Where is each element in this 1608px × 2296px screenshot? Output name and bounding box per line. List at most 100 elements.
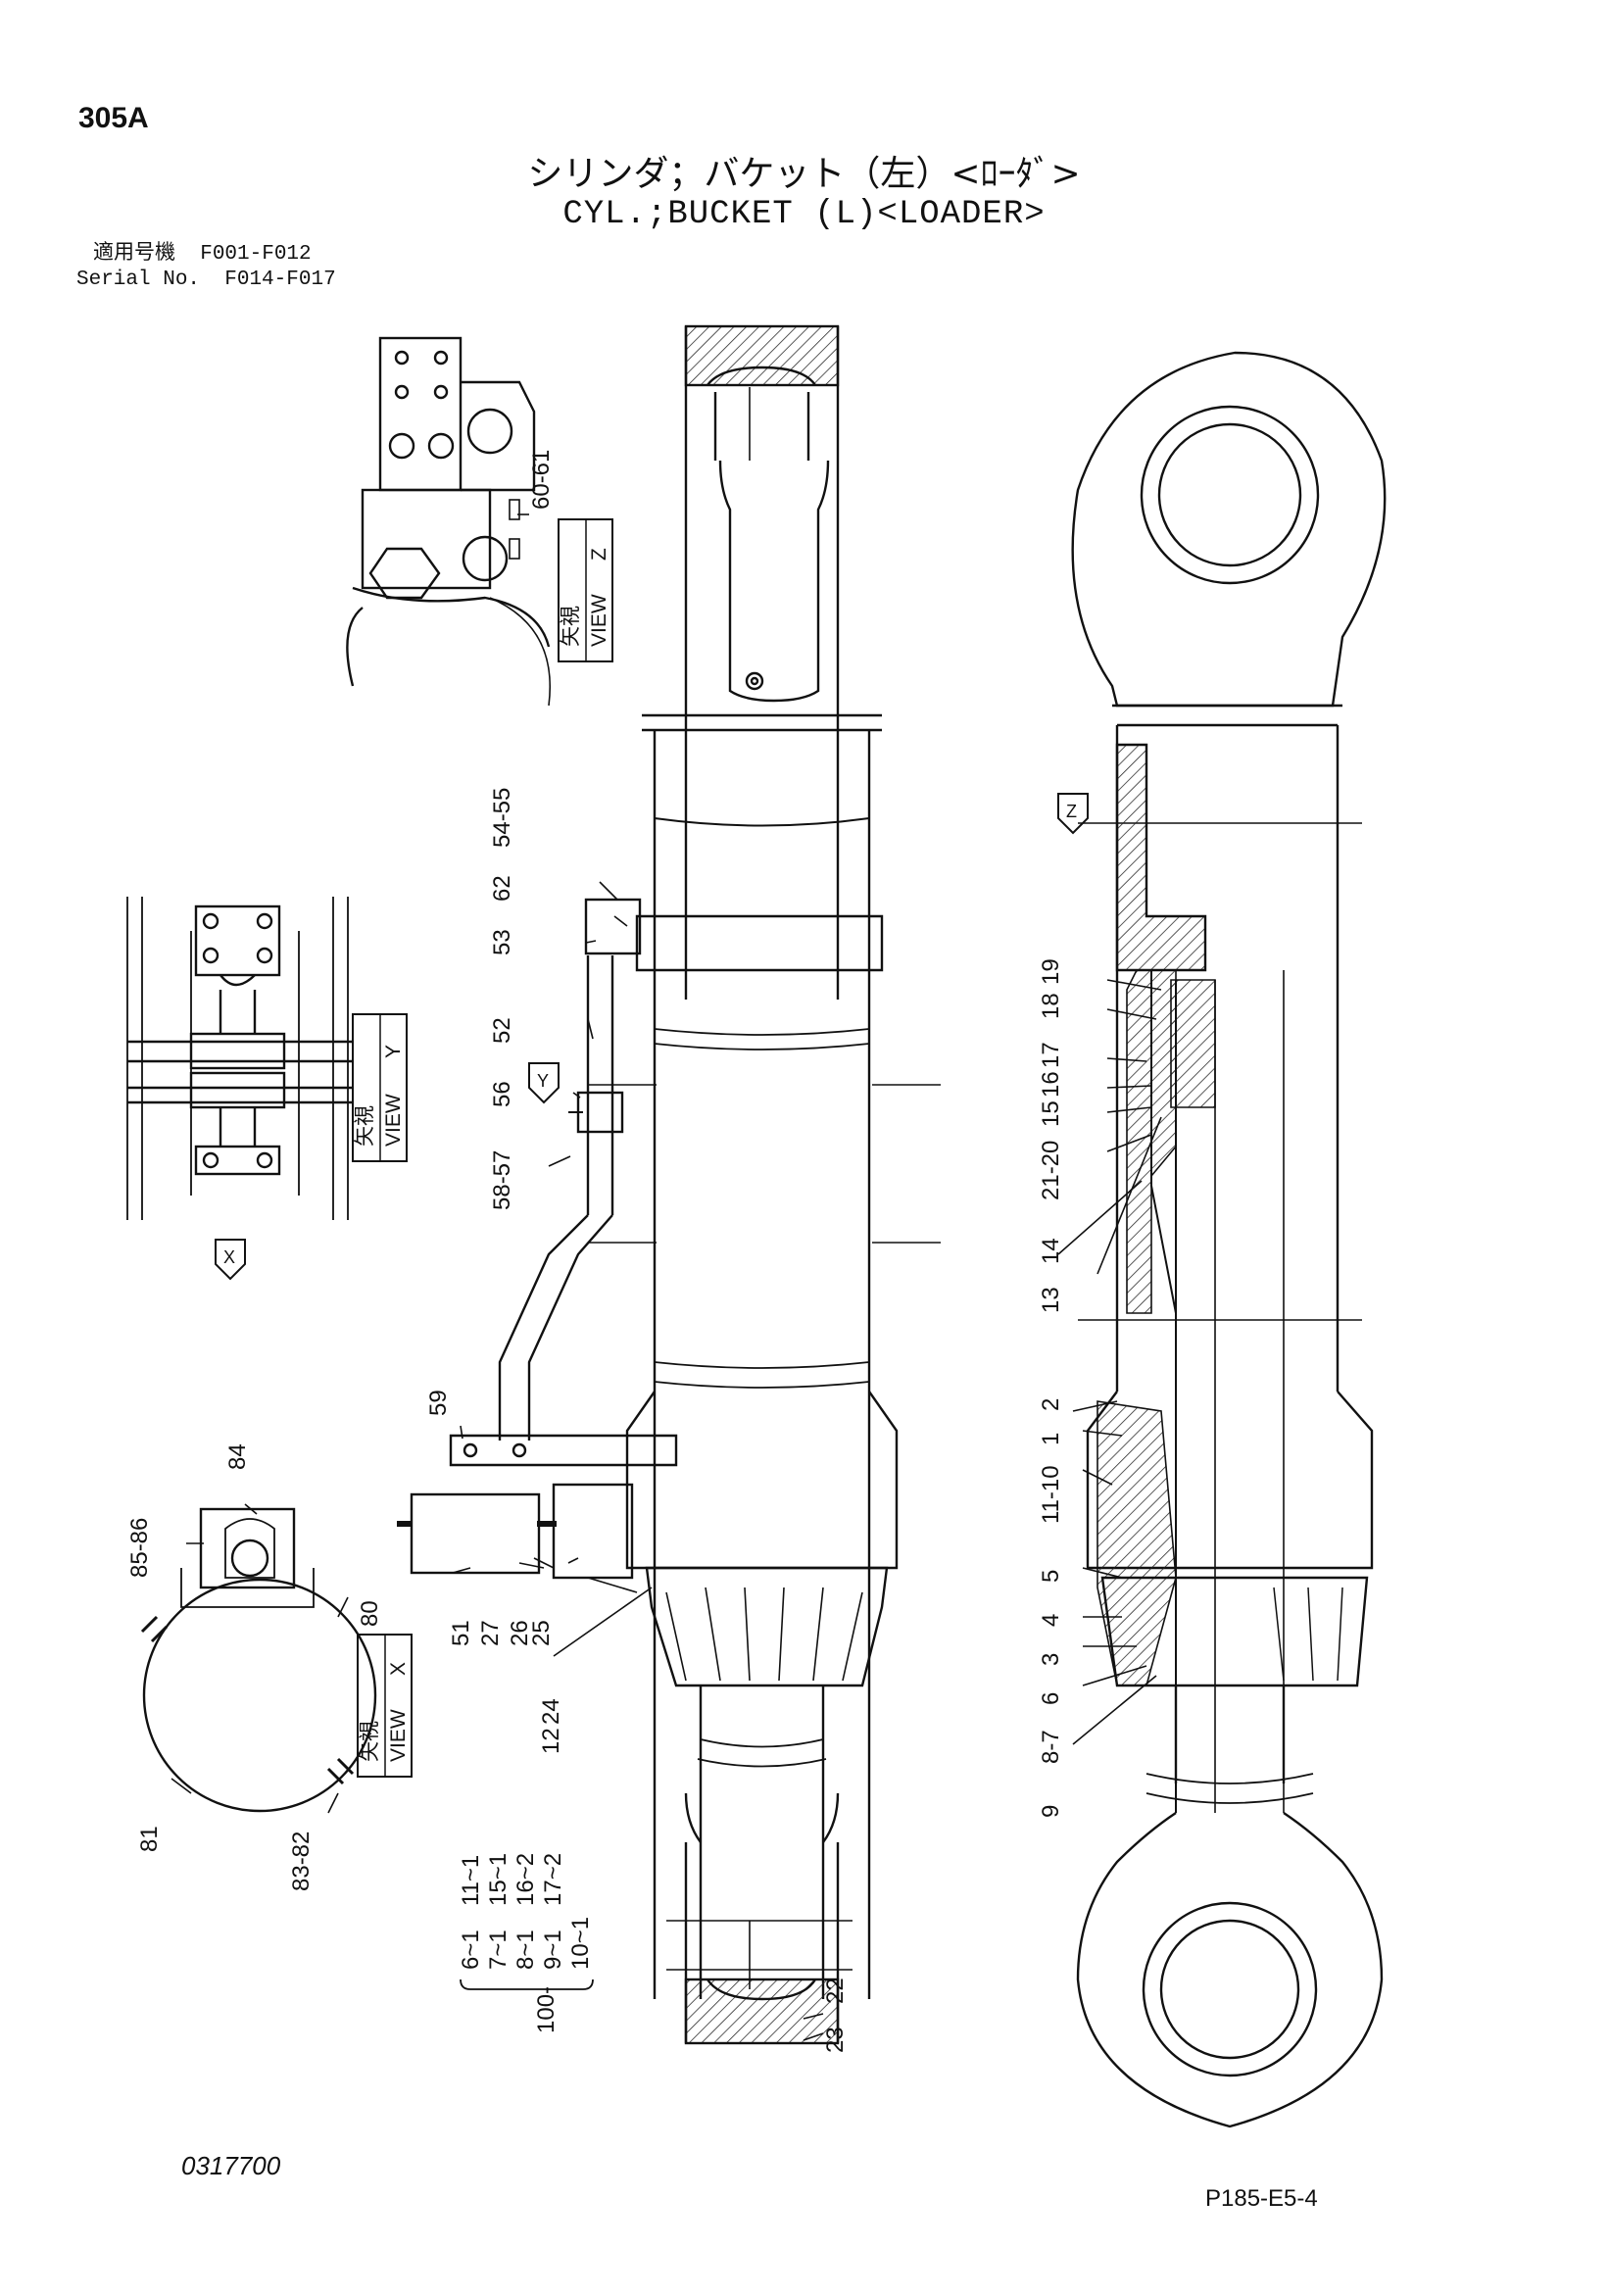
kit-col1-item: 9~1	[540, 1930, 566, 1970]
view-y-block	[194, 904, 281, 977]
kit-col1-item: 10~1	[567, 1917, 594, 1970]
top-neck	[713, 392, 810, 461]
bottom-pin-hatched	[684, 1978, 840, 2045]
callout-58-57: 58-57	[489, 1150, 515, 1210]
view-z-valve	[361, 488, 492, 590]
clamp-band-upper	[635, 914, 884, 972]
view-y-drawing	[126, 897, 353, 1220]
marker-z: Z	[1066, 802, 1077, 821]
kit-col2-item: 11~1	[458, 1855, 484, 1906]
serial-row-english: Serial No. F014-F017	[76, 269, 336, 292]
valve-block-left	[410, 1492, 541, 1575]
bottom-eye-outline	[1076, 1812, 1384, 2128]
leader-lines	[171, 513, 1162, 2041]
kit-col1-item: 6~1	[458, 1930, 484, 1970]
piston-rod	[699, 1685, 825, 1999]
pipe-mid-clamp	[576, 1091, 624, 1134]
marker-y: Y	[537, 1071, 549, 1091]
callout-21-20: 21-20	[1038, 1141, 1064, 1200]
view-y-label-jp: 矢視	[354, 1105, 376, 1147]
callout-6: 6	[1038, 1692, 1064, 1705]
sheet-code: P185-E5-4	[1205, 2185, 1318, 2212]
top-pin-arc	[707, 366, 816, 386]
callout-16: 16	[1038, 1071, 1064, 1098]
callout-53: 53	[489, 929, 515, 955]
view-x-clamp	[199, 1507, 296, 1589]
kit-col2-item: 17~2	[540, 1853, 566, 1906]
callout-62: 62	[489, 875, 515, 902]
view-markers	[215, 793, 1089, 1281]
callout-27: 27	[477, 1620, 504, 1646]
callout-12: 12	[538, 1728, 564, 1754]
top-eye-outline	[1071, 351, 1387, 708]
callout-80: 80	[357, 1600, 383, 1627]
view-z-label-en: VIEW	[588, 594, 610, 647]
callout-labels: 60-61 54-55 62 53 52 56 58-57 59 51 27 2…	[126, 450, 1064, 2053]
callout-51: 51	[448, 1620, 474, 1646]
barrel-outline	[653, 730, 871, 1999]
title-japanese: シリンダ；バケット（左）<ﾛｰﾀﾞ>	[527, 154, 1081, 194]
callout-85-86: 85-86	[126, 1518, 153, 1578]
serial-row-japanese: 適用号機 F001-F012	[93, 243, 312, 267]
pipe-upper-clamp	[584, 898, 642, 955]
callout-54-55: 54-55	[489, 788, 515, 848]
view-z-letter: Z	[588, 548, 610, 561]
view-z-block	[378, 336, 463, 492]
drawing-number: 0317700	[181, 2151, 281, 2180]
callout-81: 81	[136, 1826, 163, 1852]
callout-4: 4	[1038, 1614, 1064, 1627]
callout-2: 2	[1038, 1398, 1064, 1411]
callout-3: 3	[1038, 1653, 1064, 1666]
kit-col1-item: 8~1	[512, 1930, 539, 1970]
kit-list: 100- 6~1 7~1 8~1 9~1 10~1 11~1 15~1 16~2…	[458, 1853, 594, 2033]
serial-label-jp: 適用号機	[93, 243, 175, 266]
head-collar	[642, 713, 882, 732]
kit-col2-item: 15~1	[485, 1853, 512, 1906]
top-eye-bore-inner	[1157, 422, 1302, 567]
top-eye-bore-outer	[1140, 405, 1320, 585]
callout-13: 13	[1038, 1287, 1064, 1313]
cylinder-head	[625, 1391, 899, 1570]
view-x-letter: X	[387, 1662, 410, 1676]
view-x-drawing	[140, 1507, 377, 1813]
view-z-label-jp: 矢視	[560, 606, 582, 647]
view-x-pipe-ring	[142, 1578, 377, 1813]
view-boxes	[352, 518, 613, 1778]
title-english: CYL.;BUCKET (L)<LOADER>	[562, 196, 1046, 233]
view-z-drawing	[346, 336, 551, 707]
right-head-hatched	[1115, 743, 1207, 972]
page-code: 305A	[78, 102, 149, 134]
pipe-bend	[498, 1214, 613, 1441]
callout-83-82: 83-82	[288, 1832, 315, 1891]
right-gland	[1086, 1391, 1374, 1570]
kit-col1-item: 7~1	[485, 1930, 512, 1970]
pipe-vertical	[586, 955, 614, 1215]
callout-56: 56	[489, 1081, 515, 1107]
callout-25: 25	[528, 1620, 555, 1646]
serial-label-en: Serial No.	[76, 269, 201, 291]
serial-range-2: F014-F017	[224, 269, 336, 291]
valve-block-right	[552, 1483, 634, 1580]
head-packing	[645, 1566, 889, 1687]
bottom-eye-bore-outer	[1142, 1901, 1318, 2077]
valve-bracket	[449, 1434, 678, 1467]
view-box-labels: 矢視 VIEW Z 矢視 VIEW Y 矢視 VIEW X Z Y X	[223, 548, 1077, 1762]
kit-number: 100-	[533, 1986, 560, 2033]
callout-84: 84	[224, 1443, 251, 1470]
callout-22: 22	[822, 1978, 849, 2004]
right-cylinder-section	[1071, 351, 1387, 2128]
callout-60-61: 60-61	[528, 450, 555, 510]
callout-19: 19	[1038, 958, 1064, 985]
callout-18: 18	[1038, 993, 1064, 1019]
callout-26: 26	[507, 1620, 533, 1646]
callout-59: 59	[425, 1390, 452, 1416]
kit-bracket	[460, 1978, 594, 1990]
callout-15: 15	[1038, 1100, 1064, 1127]
hydraulic-pipe	[397, 898, 678, 1580]
callout-9: 9	[1038, 1805, 1064, 1818]
callout-23: 23	[822, 2027, 849, 2053]
callout-8-7: 8-7	[1038, 1730, 1064, 1764]
view-y-letter: Y	[382, 1045, 405, 1058]
